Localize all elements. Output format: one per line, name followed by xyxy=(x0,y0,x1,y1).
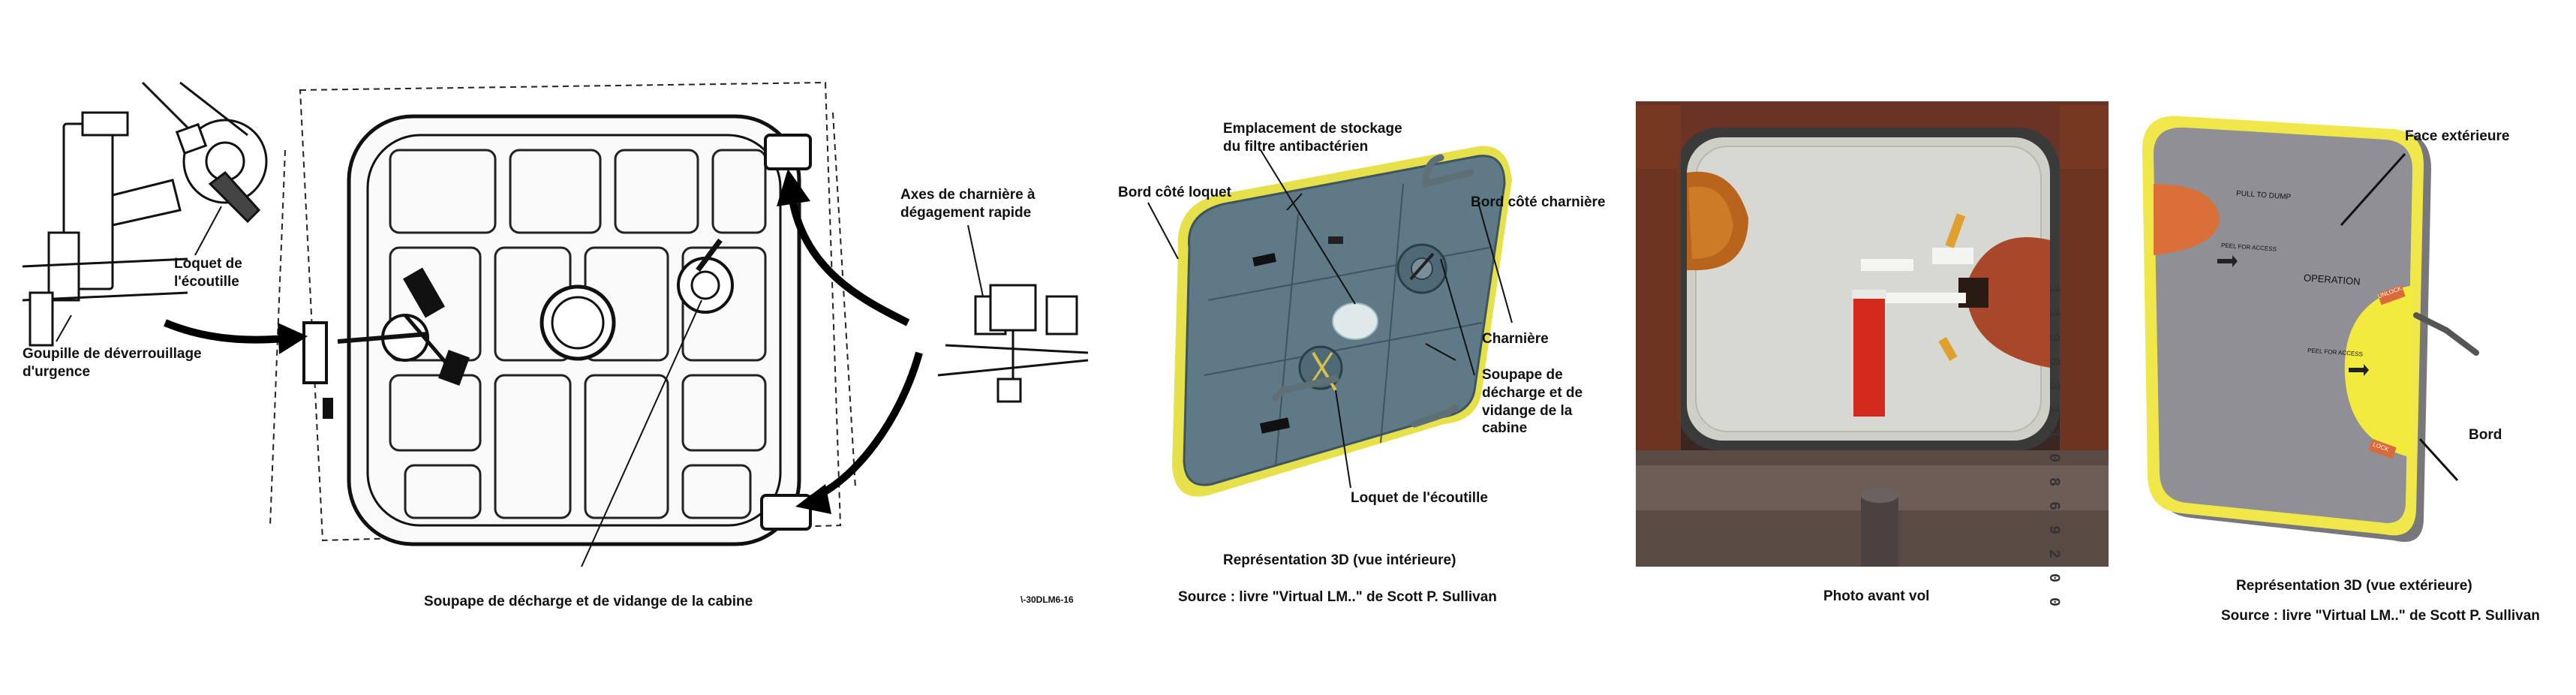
caption-interior: Représentation 3D (vue intérieure) xyxy=(1223,552,1456,568)
label-hinge-pins: Axes de charnière à dégagement rapide xyxy=(900,187,1036,221)
label-hatch-latch-3d: Loquet de l'écoutille xyxy=(1351,490,1488,506)
preflight-photo xyxy=(1636,101,2124,567)
hatch-3d-exterior xyxy=(2142,116,2479,542)
hatch-line-drawing xyxy=(22,81,1089,567)
caption-photo: Photo avant vol xyxy=(1823,588,1930,604)
panel-line-drawing: Goupille de déverrouillage d'urgence Loq… xyxy=(0,0,1103,695)
panel-3d-interior: Emplacement de stockage du filtre antiba… xyxy=(1103,0,1636,695)
source-exterior: Source : livre "Virtual LM.." de Scott P… xyxy=(2221,608,2540,624)
hatch-3d-interior xyxy=(1147,146,1513,497)
label-filter-storage: Emplacement de stockage du filtre antiba… xyxy=(1223,121,1402,155)
panel-3d-exterior: PULL TO DUMP PEEL FOR ACCESS OPERATION P… xyxy=(2124,0,2576,695)
label-hinge: Charnière xyxy=(1482,331,1549,347)
source-interior: Source : livre "Virtual LM.." de Scott P… xyxy=(1178,589,1497,605)
hatch-exterior-face xyxy=(2154,127,2412,523)
panel-photo: 1 1 9 0 3 1 1 0 8 6 9 2 0 0 Photo avant … xyxy=(1636,0,2124,695)
label-dump-valve-3d: Soupape de décharge et de vidange de la … xyxy=(1482,367,1583,437)
label-edge: Bord xyxy=(2469,427,2502,443)
caption-exterior: Représentation 3D (vue extérieure) xyxy=(2236,578,2472,594)
film-number: 1 1 9 0 3 1 1 0 8 6 9 2 0 0 xyxy=(2045,285,2062,610)
label-emergency-pin: Goupille de déverrouillage d'urgence xyxy=(23,346,202,380)
label-dump-valve: Soupape de décharge et de vidange de la … xyxy=(424,594,753,609)
label-hatch-latch: Loquet de l'écoutille xyxy=(174,256,242,290)
label-outer-face: Face extérieure xyxy=(2405,128,2510,144)
label-hinge-edge: Bord côté charnière xyxy=(1471,194,1606,210)
label-latch-edge: Bord côté loquet xyxy=(1118,185,1231,200)
drawing-code: \-30DLM6-16 xyxy=(1020,594,1074,605)
